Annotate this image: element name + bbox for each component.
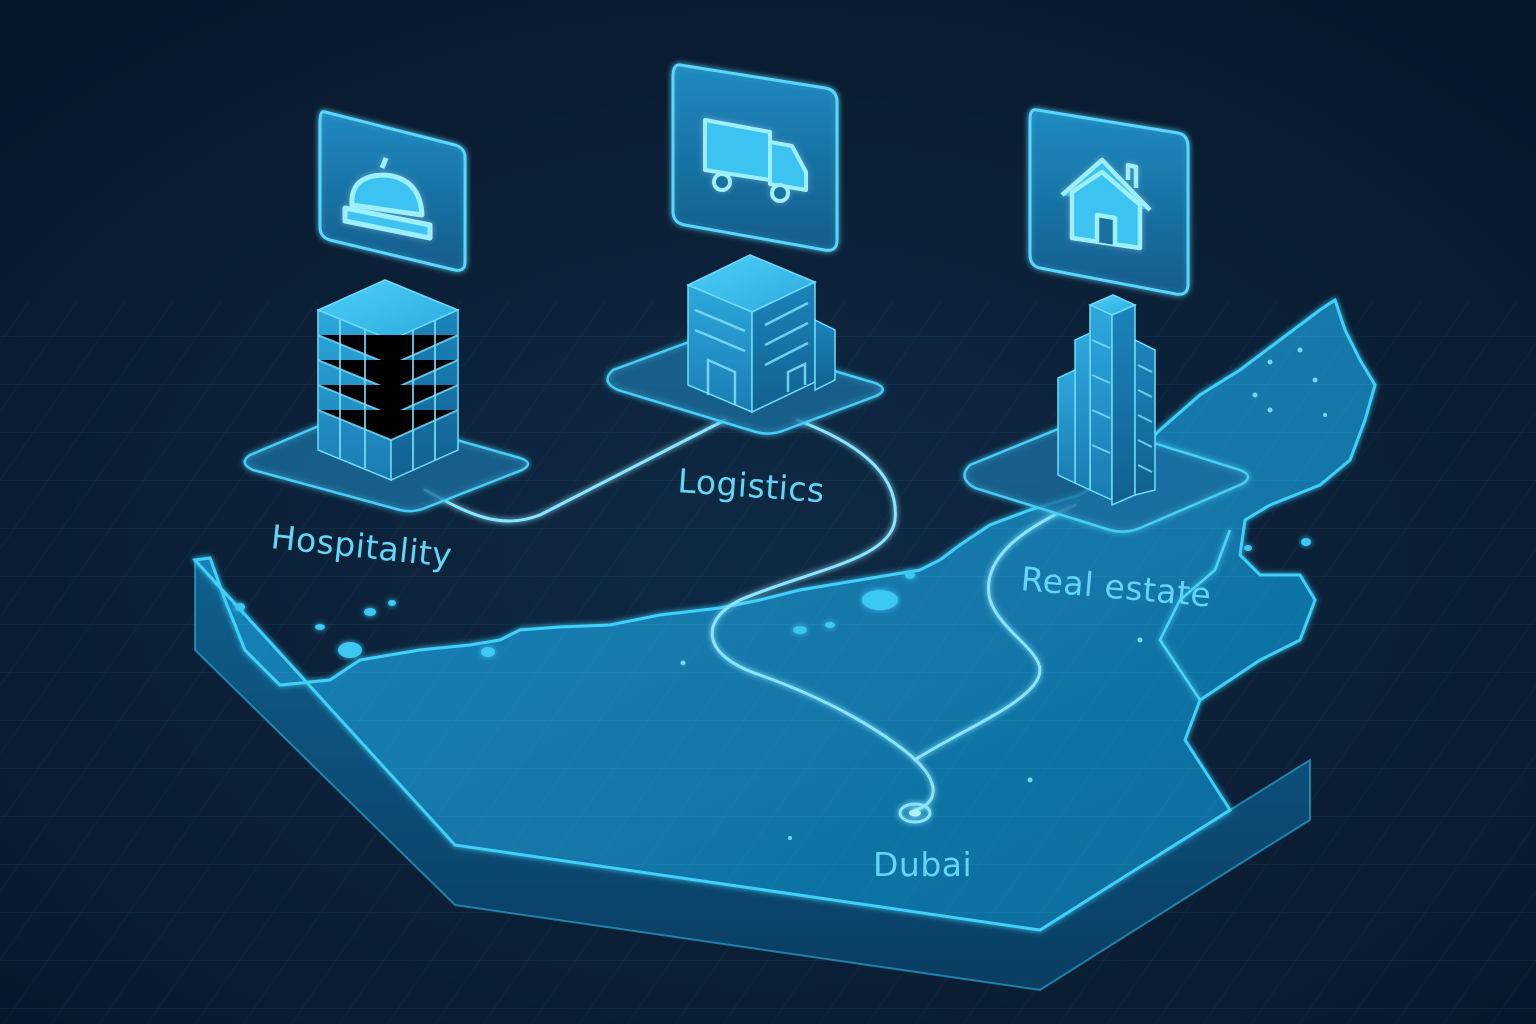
sector-logistics: Logistics xyxy=(606,63,884,510)
route-realestate-dubai xyxy=(913,503,1077,762)
location-dots xyxy=(680,347,1327,840)
uae-map xyxy=(191,297,1377,992)
food-cloche-icon xyxy=(342,157,433,241)
dubai-hub-marker xyxy=(898,802,932,824)
delivery-truck-icon xyxy=(703,118,808,203)
hospitality-icon-card xyxy=(318,110,467,272)
islands xyxy=(235,538,1311,658)
route-logistics-dubai xyxy=(710,418,935,812)
sector-hospitality: Hospitality xyxy=(243,110,530,575)
sector-realestate: Real estate xyxy=(963,108,1250,615)
map-grid-overlay xyxy=(195,300,1375,930)
logistics-building xyxy=(686,254,836,414)
house-icon xyxy=(1060,157,1152,251)
map-border-line xyxy=(1158,529,1232,701)
realestate-icon-card xyxy=(1028,108,1190,296)
realestate-building xyxy=(1057,294,1156,507)
dubai-label: Dubai xyxy=(873,845,972,884)
logistics-icon-card xyxy=(671,63,839,252)
hospitality-building xyxy=(316,279,460,482)
